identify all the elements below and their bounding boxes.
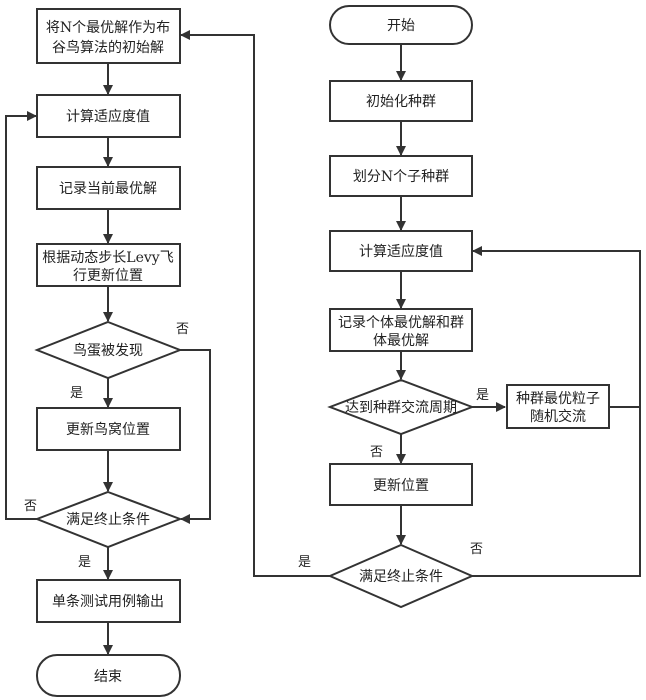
right-calc-fitness-box: 计算适应度值 (329, 230, 473, 272)
right-exchange-period-label: 达到种群交流周期 (345, 399, 457, 416)
left-terminate-yes-label: 是 (78, 555, 91, 570)
left-calc-fitness-box: 计算适应度值 (36, 94, 181, 138)
right-update-position-box: 更新位置 (329, 463, 473, 506)
left-record-best-box: 记录当前最优解 (36, 166, 181, 210)
right-exchange-box-line2: 随机交流 (530, 408, 586, 425)
right-calc-fitness-label: 计算适应度值 (359, 243, 443, 260)
left-calc-fitness-label: 计算适应度值 (66, 108, 150, 125)
right-record-best-box: 记录个体最优解和群 体最优解 (329, 308, 473, 352)
left-egg-found-label: 鸟蛋被发现 (73, 343, 143, 359)
left-output-box: 单条测试用例输出 (36, 579, 181, 623)
right-terminate-no-label: 否 (470, 542, 483, 557)
left-init-cuckoo-line1: 将N个最优解作为布 (46, 20, 170, 36)
exchange-no-label: 否 (370, 445, 383, 460)
start-terminal: 开始 (329, 5, 473, 45)
arrow-egg-no-to-terminate (180, 349, 211, 524)
left-levy-update-line2: 行更新位置 (73, 268, 143, 284)
left-update-nest-box: 更新鸟窝位置 (36, 407, 181, 451)
right-exchange-box-line1: 种群最优粒子 (516, 391, 600, 407)
end-terminal: 结束 (36, 654, 181, 697)
right-init-population-box: 初始化种群 (329, 80, 473, 122)
left-record-best-label: 记录当前最优解 (59, 180, 157, 197)
start-label: 开始 (387, 18, 415, 34)
right-split-subpop-box: 划分N个子种群 (329, 155, 473, 197)
left-update-nest-label: 更新鸟窝位置 (66, 421, 150, 438)
left-init-cuckoo-line2: 谷鸟算法的初始解 (52, 39, 164, 56)
arrow-right-terminate-no-loop (472, 246, 641, 577)
left-levy-update-line1: 根据动态步长Levy飞 (42, 250, 173, 266)
left-terminate-label: 满足终止条件 (66, 511, 150, 528)
left-init-cuckoo-box: 将N个最优解作为布 谷鸟算法的初始解 (36, 8, 181, 64)
exchange-yes-label: 是 (476, 388, 489, 403)
right-record-best-line2: 体最优解 (373, 333, 429, 349)
egg-found-yes-label: 是 (70, 386, 83, 401)
right-terminate-decision: 满足终止条件 (327, 543, 475, 609)
left-output-label: 单条测试用例输出 (52, 593, 164, 610)
right-record-best-line1: 记录个体最优解和群 (338, 315, 464, 331)
right-update-position-label: 更新位置 (373, 478, 429, 494)
arrow-left-terminate-no-loop (5, 111, 37, 520)
right-exchange-period-decision: 达到种群交流周期 (327, 378, 475, 436)
left-levy-update-box: 根据动态步长Levy飞 行更新位置 (36, 243, 181, 287)
right-init-population-label: 初始化种群 (366, 93, 436, 110)
arrow-right-terminate-yes-to-cuckoo (180, 30, 330, 577)
right-split-subpop-label: 划分N个子种群 (353, 169, 449, 185)
left-terminate-no-label: 否 (24, 499, 37, 514)
egg-found-no-label: 否 (176, 322, 189, 337)
right-terminate-label: 满足终止条件 (359, 568, 443, 585)
right-terminate-yes-label: 是 (298, 555, 311, 570)
left-egg-found-decision: 鸟蛋被发现 (34, 320, 183, 380)
right-exchange-box: 种群最优粒子 随机交流 (506, 384, 610, 429)
left-terminate-decision: 满足终止条件 (34, 490, 183, 549)
end-label: 结束 (94, 669, 122, 685)
